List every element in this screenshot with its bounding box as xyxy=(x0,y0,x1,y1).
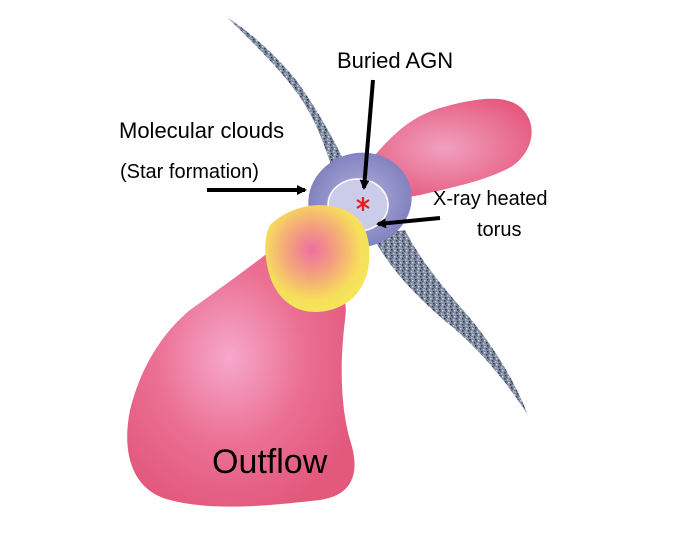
gas-streamer-upper xyxy=(228,18,352,178)
label-torus: torus xyxy=(477,219,521,241)
label-outflow: Outflow xyxy=(212,443,328,481)
gas-streamer-lower xyxy=(372,230,528,415)
starburst-region xyxy=(265,205,370,313)
arrow-xray-torus xyxy=(376,216,441,229)
agn-star-icon xyxy=(356,197,370,211)
label-xray-heated: X-ray heated xyxy=(433,188,548,210)
label-star-formation: (Star formation) xyxy=(120,161,259,183)
label-buried-agn: Buried AGN xyxy=(337,48,453,73)
label-molecular-clouds: Molecular clouds xyxy=(119,118,284,143)
arrow-buried-agn xyxy=(359,79,375,190)
